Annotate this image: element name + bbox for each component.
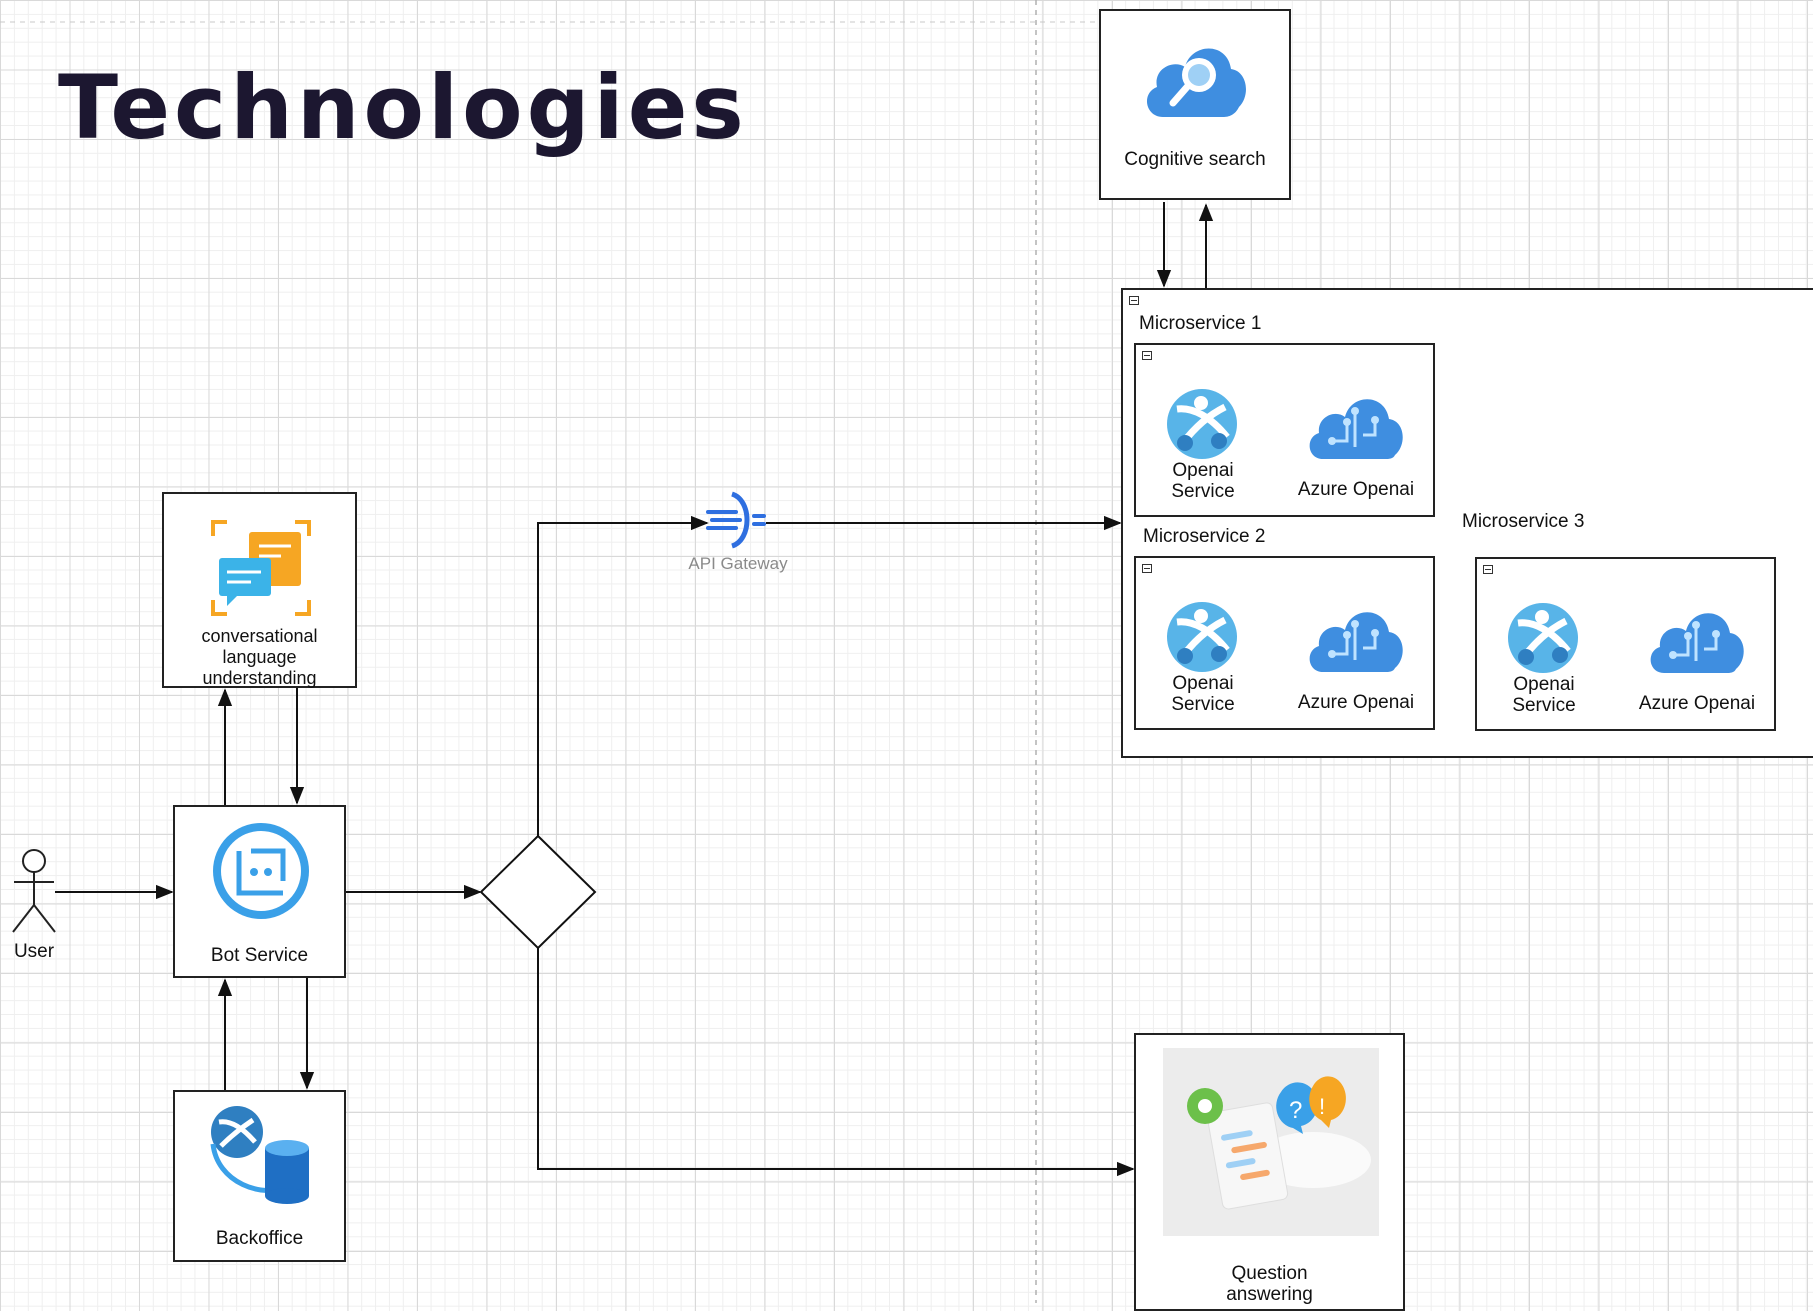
microservice-3-group[interactable]: Openai Service Azure Openai [1475,557,1776,731]
app-service-icon [1167,389,1237,459]
microservice-1-group[interactable]: Openai Service Azure Openai [1134,343,1435,517]
collapse-toggle[interactable] [1142,351,1152,360]
azure-openai-label: Azure Openai [1297,479,1415,500]
openai-service-label: Openai Service [1512,674,1576,716]
bot-service-node[interactable]: Bot Service [173,805,346,978]
bot-service-label: Bot Service [210,945,309,966]
microservice-2-group[interactable]: Openai Service Azure Openai [1134,556,1435,730]
chat-bubbles-icon [211,520,311,616]
svg-text:?: ? [1289,1097,1302,1124]
backoffice-label: Backoffice [215,1228,304,1249]
cloud-search-icon [1146,48,1246,117]
azure-openai-icon [1650,613,1744,673]
openai-service-label: Openai Service [1171,460,1235,502]
cognitive-search-node[interactable]: Cognitive search [1099,9,1291,200]
collapse-toggle[interactable] [1129,296,1139,305]
app-database-icon [210,1106,309,1204]
person-icon[interactable] [12,849,56,933]
arrow-decision-qna [537,948,1135,1177]
openai-service-label: Openai Service [1171,673,1235,715]
clu-node[interactable]: conversational language understanding [162,492,357,688]
question-answering-node[interactable]: ? ! Question answering [1134,1033,1405,1311]
api-gateway-icon[interactable] [706,490,770,550]
azure-openai-icon [1309,612,1403,672]
app-service-icon [1508,603,1578,673]
microservice-3-label: Microservice 3 [1462,511,1585,532]
microservice-2-label: Microservice 2 [1143,526,1266,547]
collapse-toggle[interactable] [1483,565,1493,574]
azure-openai-icon [1309,399,1403,459]
decision-diamond[interactable] [479,834,597,950]
arrow-decision-gateway [537,515,709,836]
question-answering-label: Question answering [1226,1263,1313,1305]
user-label: User [13,941,55,962]
qna-icon: ? ! [1163,1048,1379,1236]
microservice-1-label: Microservice 1 [1139,313,1262,334]
backoffice-node[interactable]: Backoffice [173,1090,346,1262]
azure-openai-label: Azure Openai [1638,693,1756,714]
app-service-icon [1167,602,1237,672]
cognitive-search-label: Cognitive search [1124,149,1266,170]
clu-label: conversational language understanding [201,626,318,688]
collapse-toggle[interactable] [1142,564,1152,573]
bot-icon [213,823,309,919]
azure-openai-label: Azure Openai [1297,692,1415,713]
svg-text:!: ! [1319,1094,1325,1119]
api-gateway-label: API Gateway [688,554,788,573]
page-title: Technologies [58,56,748,159]
